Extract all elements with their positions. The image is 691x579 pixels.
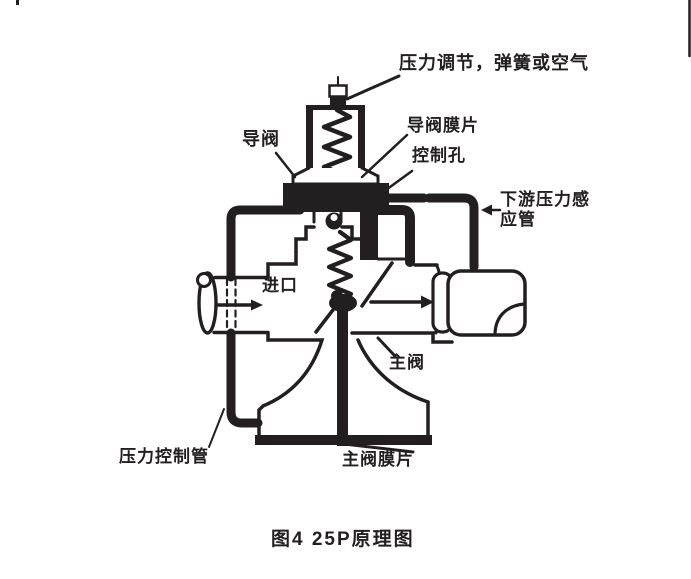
label-main-valve: 主阀 <box>389 353 425 372</box>
spring-housing <box>306 105 365 170</box>
label-control-pipe: 压力控制管 <box>119 447 209 466</box>
pilot-loop-pipe <box>365 205 415 267</box>
downstream-sensing-pipe <box>383 193 479 272</box>
pilot-spring <box>321 107 353 177</box>
leader-pilot-diaphragm <box>360 133 409 179</box>
main-valve-bonnet <box>294 225 363 254</box>
inlet-pipe <box>196 271 270 335</box>
leader-pressure-adjust <box>345 74 401 101</box>
page-edge-artifact <box>16 0 691 58</box>
adjustment-screw <box>328 76 348 106</box>
label-downstream-line1: 下游压力感 <box>500 190 590 209</box>
leader-control-pipe <box>208 408 225 448</box>
valve-stem <box>337 300 348 446</box>
outlet-flow-arrow <box>369 295 434 309</box>
label-main-diaphragm: 主阀膜片 <box>342 450 414 469</box>
label-downstream-sensing-pipe: 下游压力感 应管 <box>500 190 590 230</box>
outlet-pipe <box>431 269 527 337</box>
leader-main-diaphragm <box>342 442 415 454</box>
main-spring <box>326 229 354 303</box>
label-pressure-adjust: 压力调节，弹簧或空气 <box>399 53 589 73</box>
label-control-orifice: 控制孔 <box>412 146 466 165</box>
label-downstream-line2: 应管 <box>500 210 536 229</box>
leader-control-orifice <box>366 169 414 205</box>
inlet-flow-arrow <box>216 299 263 311</box>
leader-main-valve <box>376 336 397 358</box>
main-diaphragm-plate <box>255 435 432 445</box>
pilot-flange <box>291 166 380 186</box>
label-pilot-diaphragm: 导阀膜片 <box>407 116 479 135</box>
pressure-control-pipe <box>226 205 305 428</box>
leader-pilot-valve <box>274 151 297 179</box>
label-pilot-valve: 导阀 <box>242 129 280 149</box>
control-orifice-channel <box>360 210 378 260</box>
label-inlet: 进口 <box>262 276 298 295</box>
downstream-leader-arrow <box>481 204 502 216</box>
figure-caption: 图4 25P原理图 <box>271 529 415 550</box>
pilot-valve-pin <box>312 210 343 230</box>
